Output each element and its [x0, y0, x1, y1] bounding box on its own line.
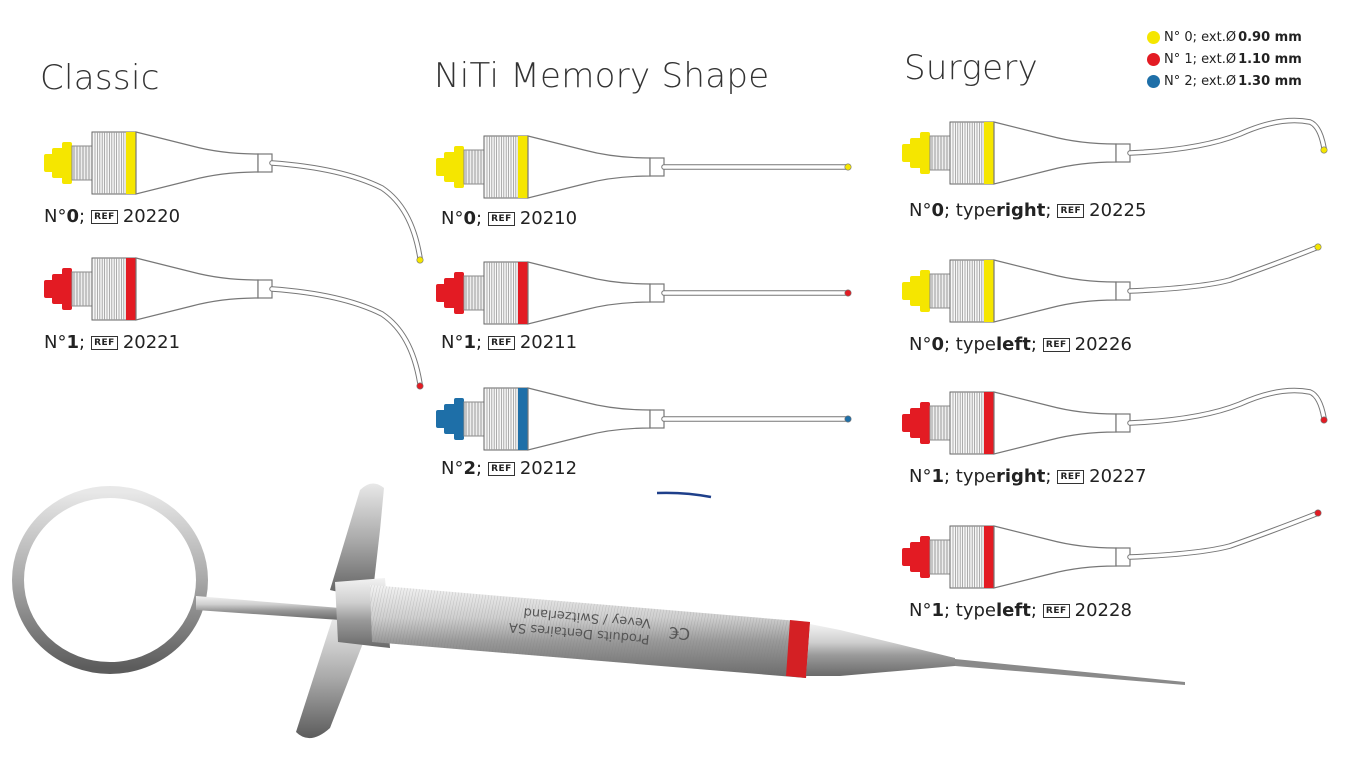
ref-badge: REF — [91, 335, 118, 350]
syringe-red-band — [786, 620, 810, 678]
surgery-needle-0 — [902, 117, 1328, 185]
syringe-image: Produits Dentaires SA Vevey / Switzerlan… — [12, 483, 1185, 739]
blue-stroke-mark — [656, 491, 712, 499]
red-dot-icon — [1147, 52, 1160, 66]
niti-needle-1 — [436, 261, 852, 325]
surgery-needle-3 — [902, 509, 1322, 589]
ref-badge: REF — [1057, 203, 1085, 218]
classic-title: Classic — [40, 58, 160, 98]
surgery-needle-1 — [902, 243, 1322, 323]
plunger-rod — [196, 596, 340, 620]
finger-grip-bottom — [296, 620, 372, 739]
ref-badge: REF — [1042, 603, 1070, 618]
surgery-title: Surgery — [904, 48, 1039, 88]
syringe-needle — [955, 659, 1185, 685]
finger-grip-top — [330, 483, 384, 600]
classic-needle-0 — [44, 131, 424, 264]
ref-badge: REF — [1057, 469, 1085, 484]
ref-badge: REF — [488, 335, 515, 350]
syringe-ring — [12, 486, 208, 674]
ref-badge: REF — [488, 461, 515, 476]
ref-badge: REF — [488, 211, 515, 226]
ce-mark: C€ — [668, 623, 691, 644]
syringe-tip-cone — [806, 624, 955, 676]
niti-memory-shape-title: NiTi Memory Shape — [434, 56, 770, 96]
blue-dot-icon — [1147, 74, 1160, 88]
niti-needle-0 — [436, 135, 852, 199]
niti-needle-2 — [436, 387, 852, 451]
surgery-needle-2 — [902, 387, 1328, 455]
classic-needle-1 — [44, 257, 424, 390]
yellow-dot-icon — [1147, 30, 1160, 44]
ref-badge: REF — [1042, 337, 1070, 352]
ref-badge: REF — [91, 209, 118, 224]
